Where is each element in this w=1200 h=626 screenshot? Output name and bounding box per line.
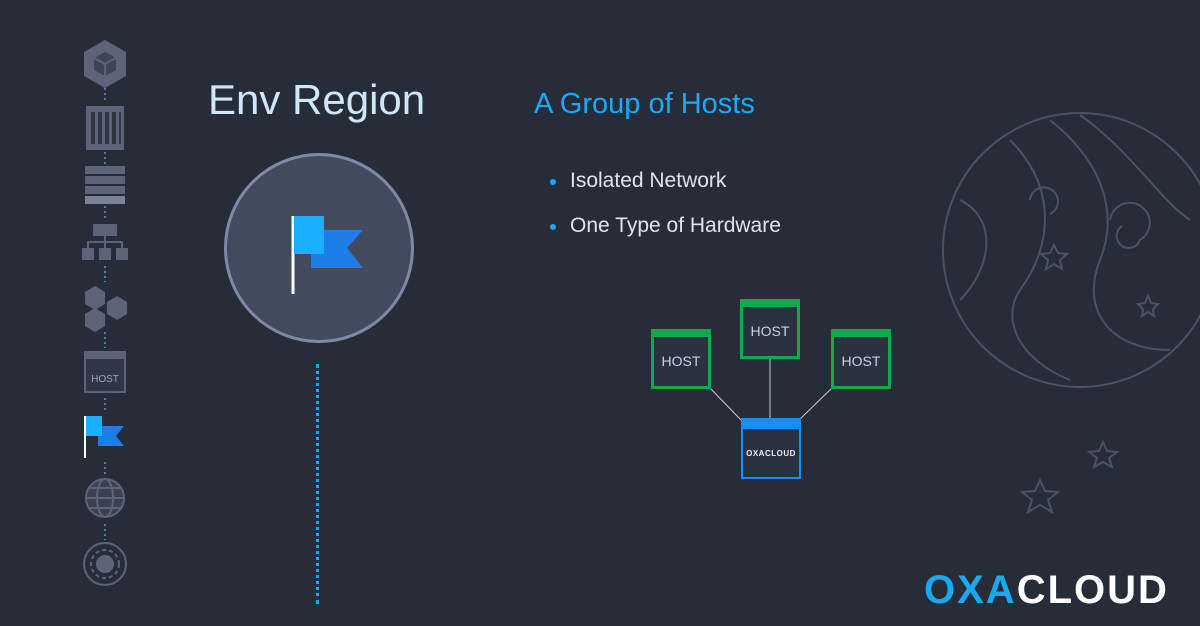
page-title: Env Region [208,76,426,123]
level-sidebar: HOST [82,40,128,586]
oxacloud-node[interactable]: OXACLOUD [741,418,801,479]
dotted-connector [316,364,319,604]
region-flag-icon [291,216,363,294]
hexagon-cluster-icon[interactable] [85,286,127,332]
host-box-center[interactable]: HOST [740,299,800,359]
section-subtitle: A Group of Hosts [534,88,755,120]
host-box-right[interactable]: HOST [831,329,891,389]
brand-logo-oxa: OXA [924,568,1017,612]
brand-logo: OXACLOUD [924,568,1169,613]
server-stack-icon[interactable] [85,166,125,204]
bullet-list: Isolated Network One Type of Hardware [548,166,781,256]
bullet-isolated-network: Isolated Network [548,166,781,211]
globe-icon[interactable] [85,478,125,518]
rack-icon[interactable] [86,106,124,150]
brand-logo-cloud: CLOUD [1016,568,1169,612]
galaxy-icon[interactable] [83,542,127,586]
oxacloud-node-label: OXACLOUD [746,449,796,458]
host-icon-label: HOST [91,374,119,385]
flag-icon[interactable] [84,416,124,458]
host-icon[interactable]: HOST [84,351,126,393]
cube-icon[interactable] [84,40,126,88]
bullet-hardware-type: One Type of Hardware [548,211,781,256]
region-badge [224,153,414,343]
host-box-left[interactable]: HOST [651,329,711,389]
hierarchy-icon[interactable] [82,224,128,260]
host-diagram-lines [709,357,833,421]
moon-decoration [942,112,1200,515]
